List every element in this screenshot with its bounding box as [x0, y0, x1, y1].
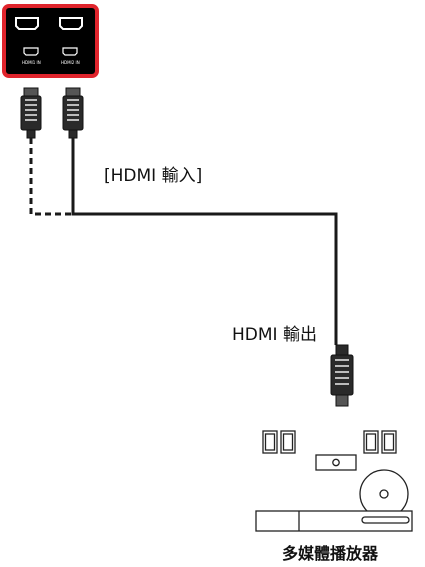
hdmi1-in-port [23, 47, 39, 56]
cable-dashed-alt [29, 138, 76, 216]
hdmi-out-label: HDMI 輸出 [232, 325, 317, 345]
cable-main [71, 138, 338, 345]
hdmi-plug-output [330, 344, 354, 407]
speaker-right-2 [381, 430, 397, 454]
display-input-panel [2, 4, 99, 78]
hdmi2-in-port [62, 47, 78, 56]
hdmi-plug-right [62, 87, 84, 139]
hdmi-plug-left [20, 87, 42, 139]
hdmi1-in-port-label: HDMI1 IN [22, 60, 41, 65]
speaker-right-1 [363, 430, 379, 454]
panel-red-outline [2, 4, 99, 78]
media-player-system [255, 430, 413, 532]
speaker-left-2 [280, 430, 296, 454]
hdmi-port-top-2 [59, 17, 83, 30]
center-speaker [315, 454, 357, 471]
hdmi-port-top-1 [15, 17, 39, 30]
media-player-label: 多媒體播放器 [282, 544, 379, 563]
hdmi-in-label: [HDMI 輸入] [104, 166, 203, 186]
hdmi2-in-port-label: HDMI2 IN [61, 60, 80, 65]
speaker-left-1 [262, 430, 278, 454]
player-base [255, 510, 413, 532]
